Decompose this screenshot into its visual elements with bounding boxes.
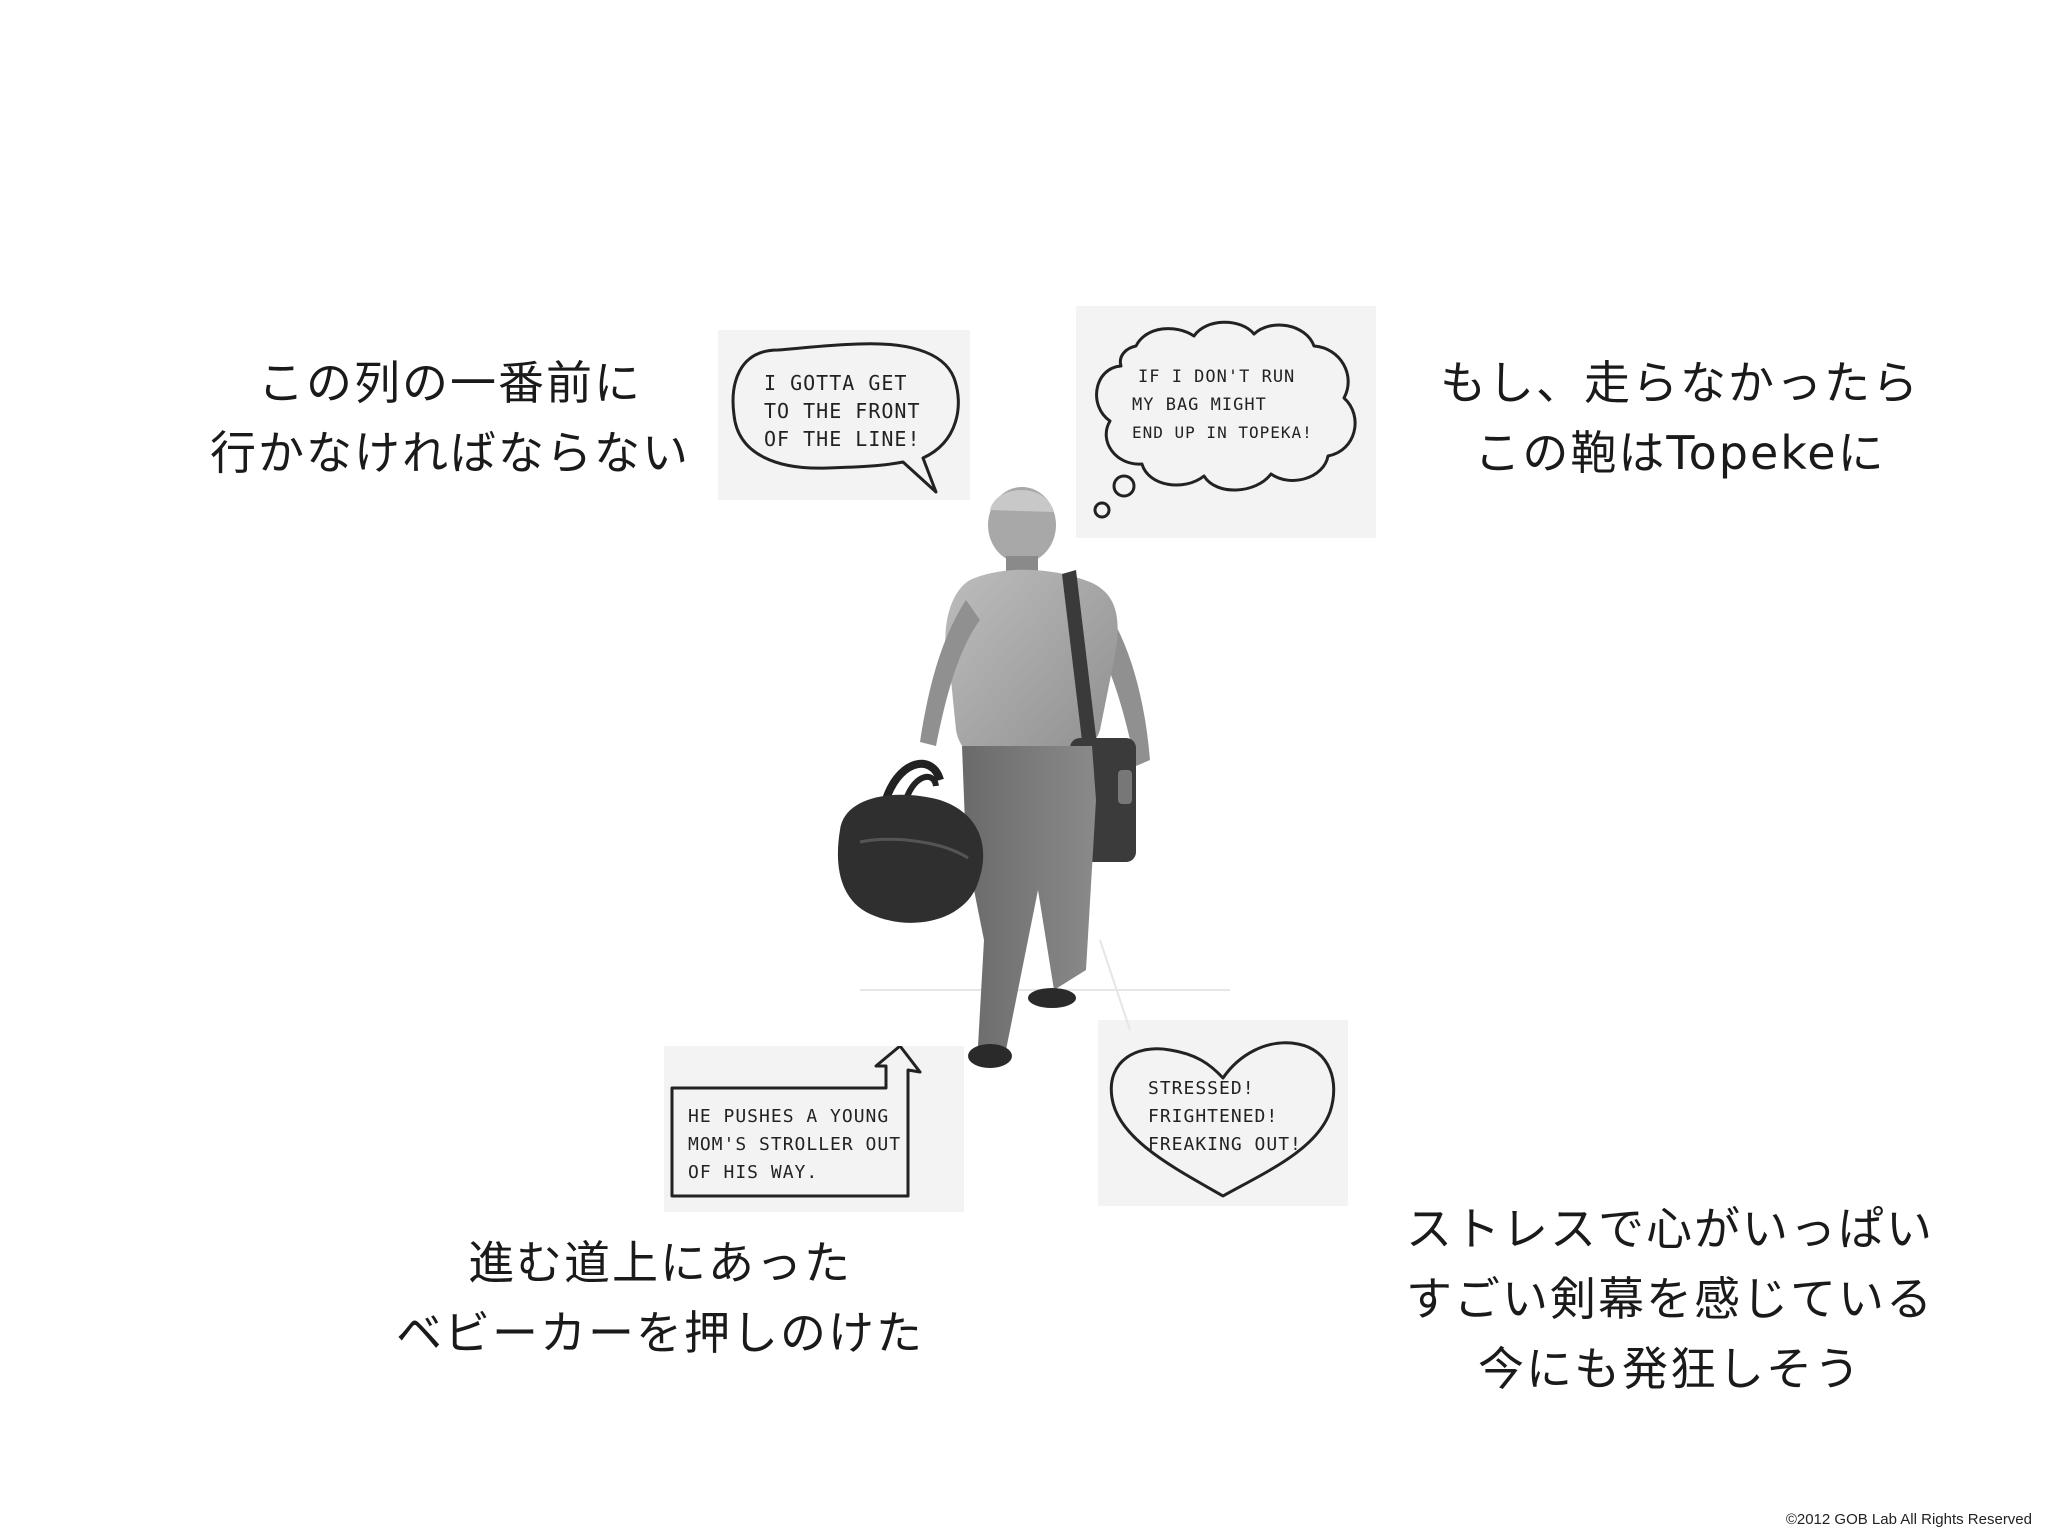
caption-line: ストレスで心がいっぱい: [1406, 1202, 1934, 1256]
arrow-box-icon: HE PUSHES A YOUNG MOM'S STROLLER OUT OF …: [670, 1046, 922, 1198]
sketch-text: TO THE FRONT: [764, 399, 921, 423]
caption-line: この列の一番前に: [258, 356, 642, 410]
caption-line: この鞄はTopekeに: [1474, 426, 1886, 480]
sketch-text: OF HIS WAY.: [688, 1162, 818, 1183]
speech-bubble-sketch: I GOTTA GET TO THE FRONT OF THE LINE!: [718, 330, 970, 500]
sketch-text: END UP IN TOPEKA!: [1132, 423, 1313, 442]
caption-bottom-right: ストレスで心がいっぱい すごい剣幕を感じている 今にも発狂しそう: [1360, 1194, 1980, 1404]
caption-line: もし、走らなかったら: [1440, 356, 1920, 410]
caption-top-right: もし、走らなかったら この鞄はTopekeに: [1400, 348, 1960, 488]
speech-bubble-icon: I GOTTA GET TO THE FRONT OF THE LINE!: [731, 342, 960, 494]
action-note-sketch: HE PUSHES A YOUNG MOM'S STROLLER OUT OF …: [664, 1046, 964, 1212]
sketch-text: MY BAG MIGHT: [1132, 395, 1267, 415]
heart-sketch: STRESSED! FRIGHTENED! FREAKING OUT!: [1098, 1020, 1348, 1206]
sketch-text: IF I DON'T RUN: [1138, 367, 1295, 387]
caption-line: ベビーカーを押しのけた: [396, 1306, 924, 1360]
sketch-text: I GOTTA GET: [764, 371, 907, 395]
caption-line: 進む道上にあった: [468, 1236, 852, 1290]
sketch-text: FREAKING OUT!: [1148, 1134, 1302, 1155]
caption-line: すごい剣幕を感じている: [1406, 1272, 1934, 1326]
copyright-text: ©2012 GOB Lab All Rights Reserved: [1785, 1511, 2032, 1528]
thought-bubble-sketch: IF I DON'T RUN MY BAG MIGHT END UP IN TO…: [1076, 306, 1376, 538]
sketch-text: OF THE LINE!: [764, 427, 921, 451]
sketch-text: STRESSED!: [1148, 1078, 1255, 1099]
caption-line: 行かなければならない: [210, 426, 690, 480]
walking-man-photo: [800, 470, 1240, 1090]
sketch-text: FRIGHTENED!: [1148, 1106, 1278, 1127]
caption-line: 今にも発狂しそう: [1478, 1342, 1862, 1396]
sketch-text: MOM'S STROLLER OUT: [688, 1134, 901, 1155]
sketch-text: HE PUSHES A YOUNG: [688, 1106, 889, 1127]
man-with-bags-icon: [837, 487, 1230, 1068]
caption-top-left: この列の一番前に 行かなければならない: [170, 348, 730, 488]
heart-icon: STRESSED! FRIGHTENED! FREAKING OUT!: [1109, 1041, 1336, 1198]
caption-bottom-left: 進む道上にあった ベビーカーを押しのけた: [360, 1228, 960, 1368]
thought-bubble-icon: IF I DON'T RUN MY BAG MIGHT END UP IN TO…: [1093, 320, 1357, 519]
